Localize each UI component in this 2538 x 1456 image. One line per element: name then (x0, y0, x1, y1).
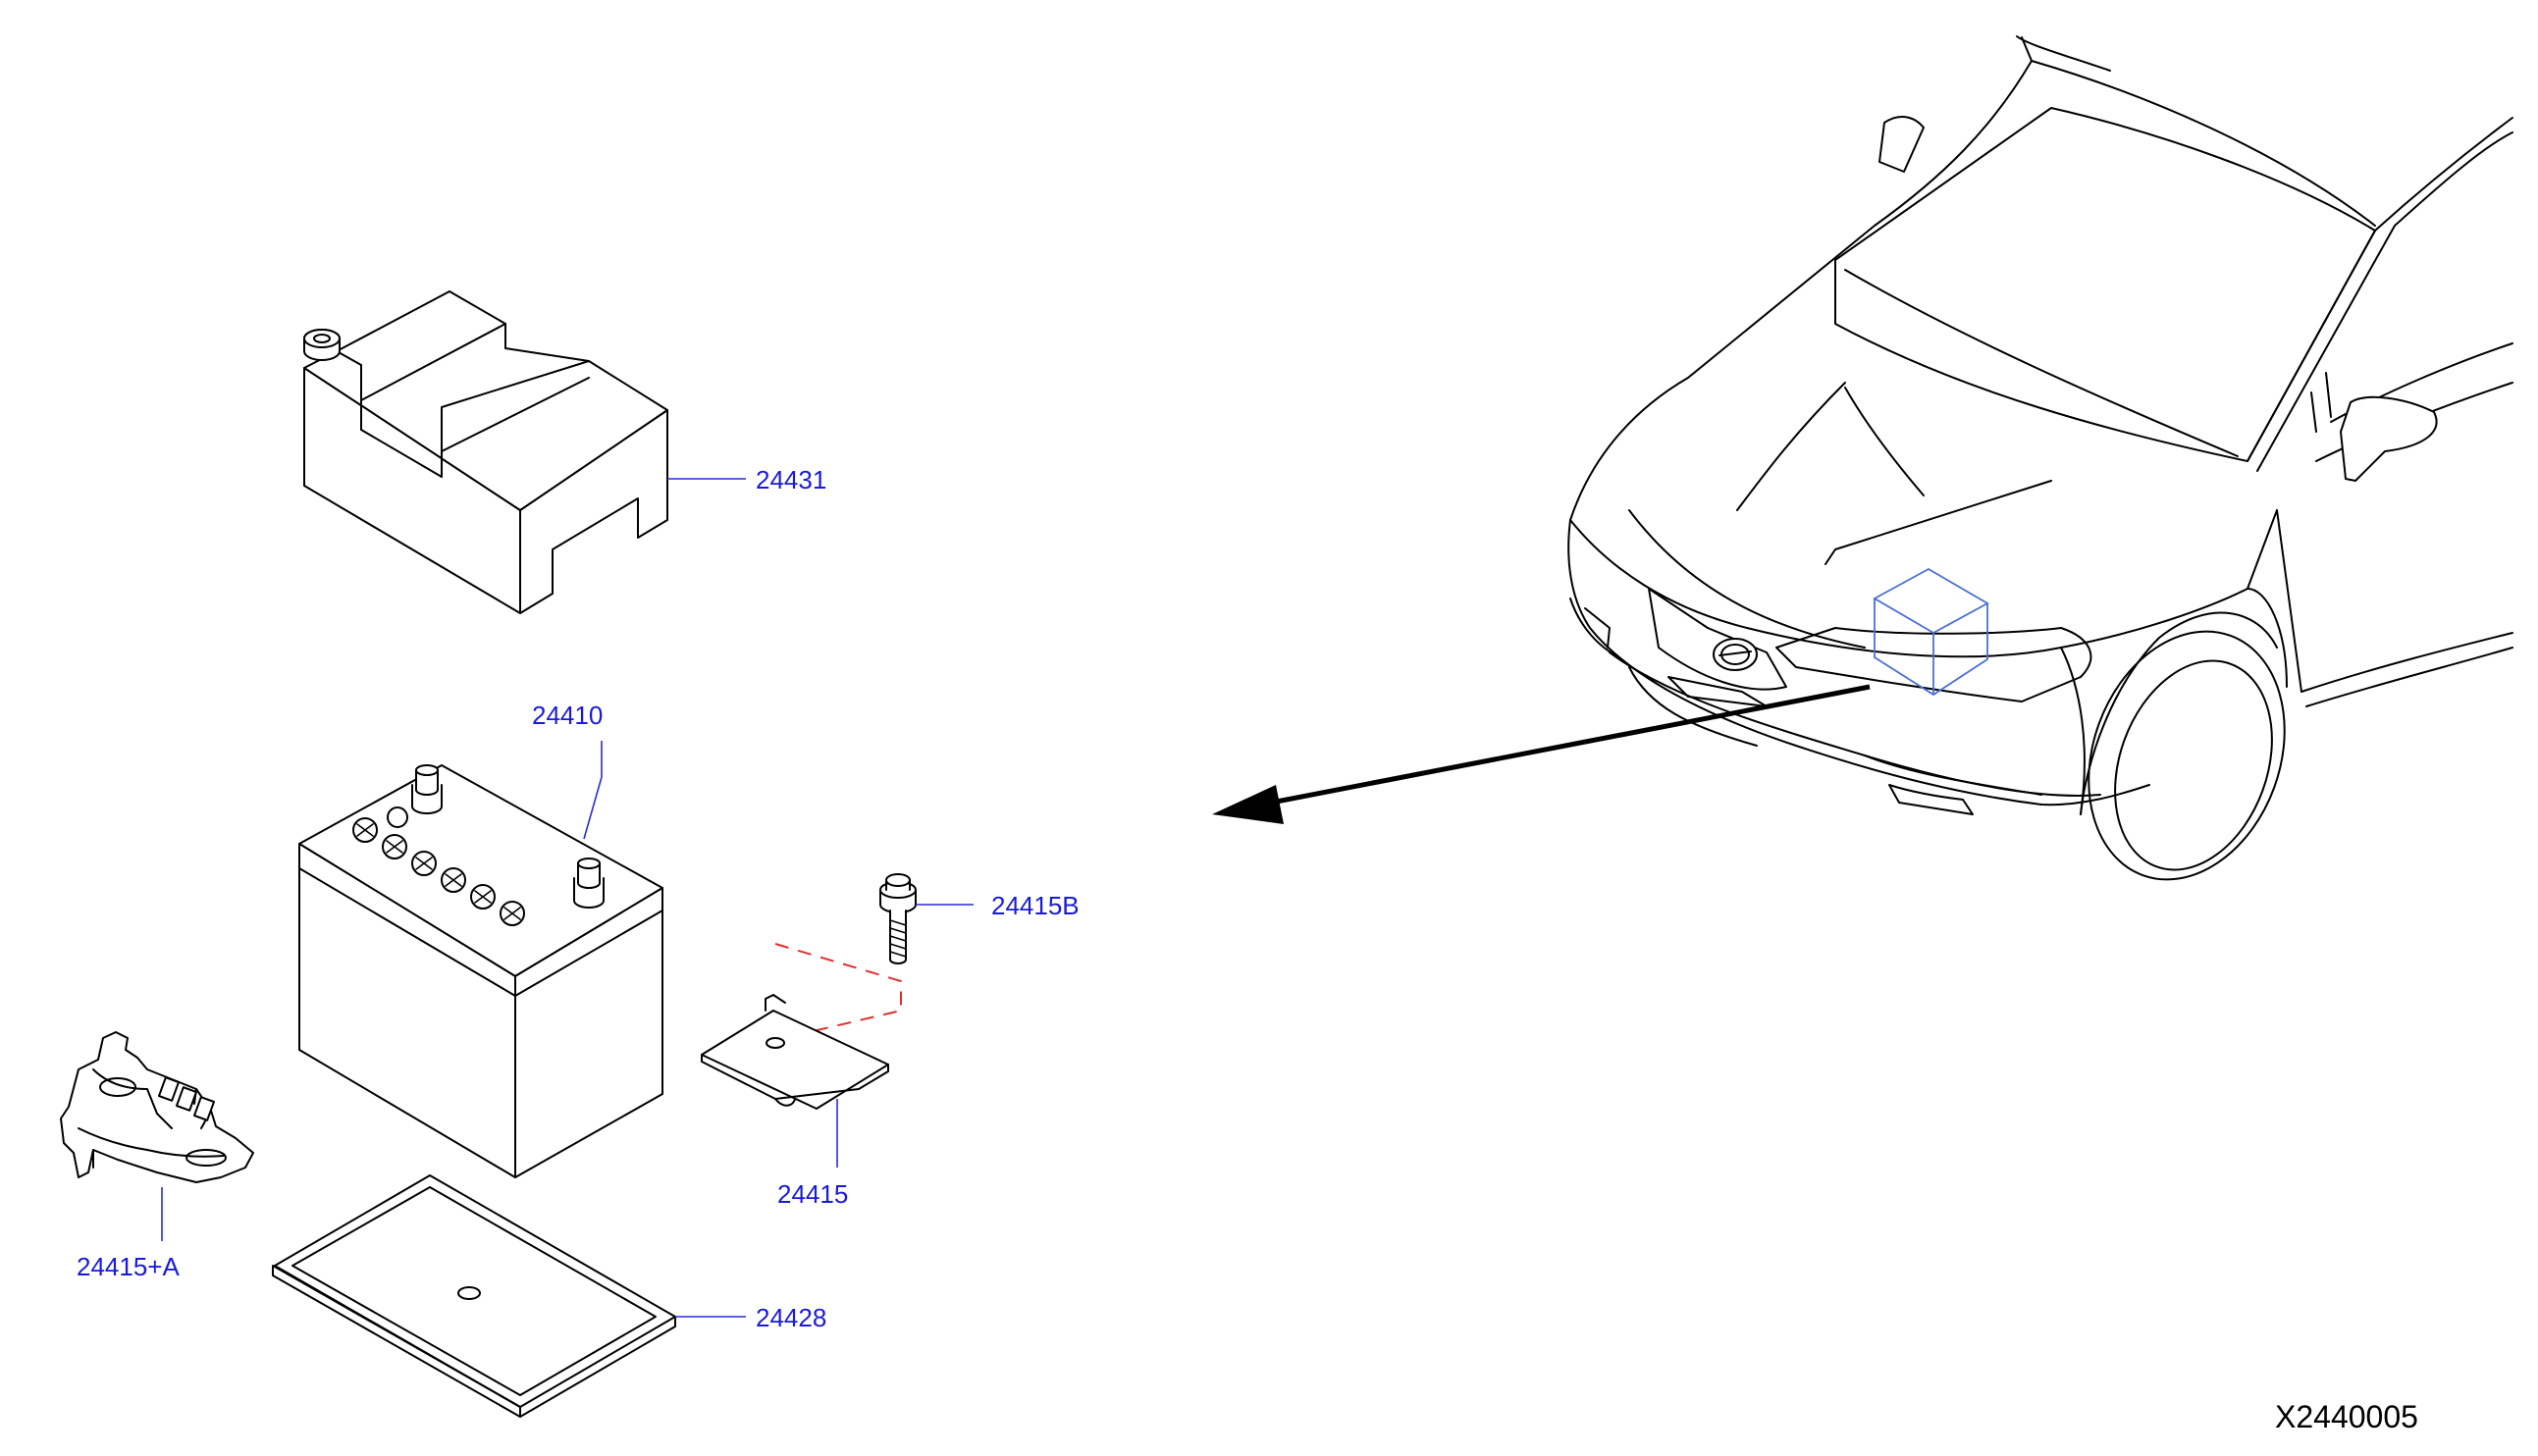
battery-drawing (298, 764, 663, 1178)
battery-vent-caps (352, 806, 525, 926)
leader-lines (161, 478, 974, 1318)
vehicle-outline-drawing (1567, 35, 2513, 881)
battery-hold-frame-drawing (701, 994, 889, 1110)
battery-location-box (1873, 567, 1989, 697)
callout-battery-cover: 24431 (756, 465, 826, 494)
callout-battery-tray: 24428 (756, 1303, 826, 1332)
callout-battery: 24410 (532, 701, 603, 730)
callout-battery-hold-frame: 24415 (777, 1179, 848, 1209)
battery-terminal-left (411, 764, 443, 814)
location-arrow (1212, 684, 1871, 824)
callout-battery-clamp-bracket: 24415+A (77, 1252, 180, 1281)
battery-tray-drawing (272, 1174, 676, 1418)
callout-bolt: 24415B (991, 891, 1080, 920)
battery-clamp-bracket-drawing (60, 1031, 254, 1183)
bolt-drawing (879, 873, 917, 964)
bolt-alignment-line (774, 943, 902, 1041)
battery-cover-drawing (303, 290, 668, 614)
diagram-code: X2440005 (2275, 1399, 2418, 1434)
battery-terminal-right (573, 858, 605, 909)
